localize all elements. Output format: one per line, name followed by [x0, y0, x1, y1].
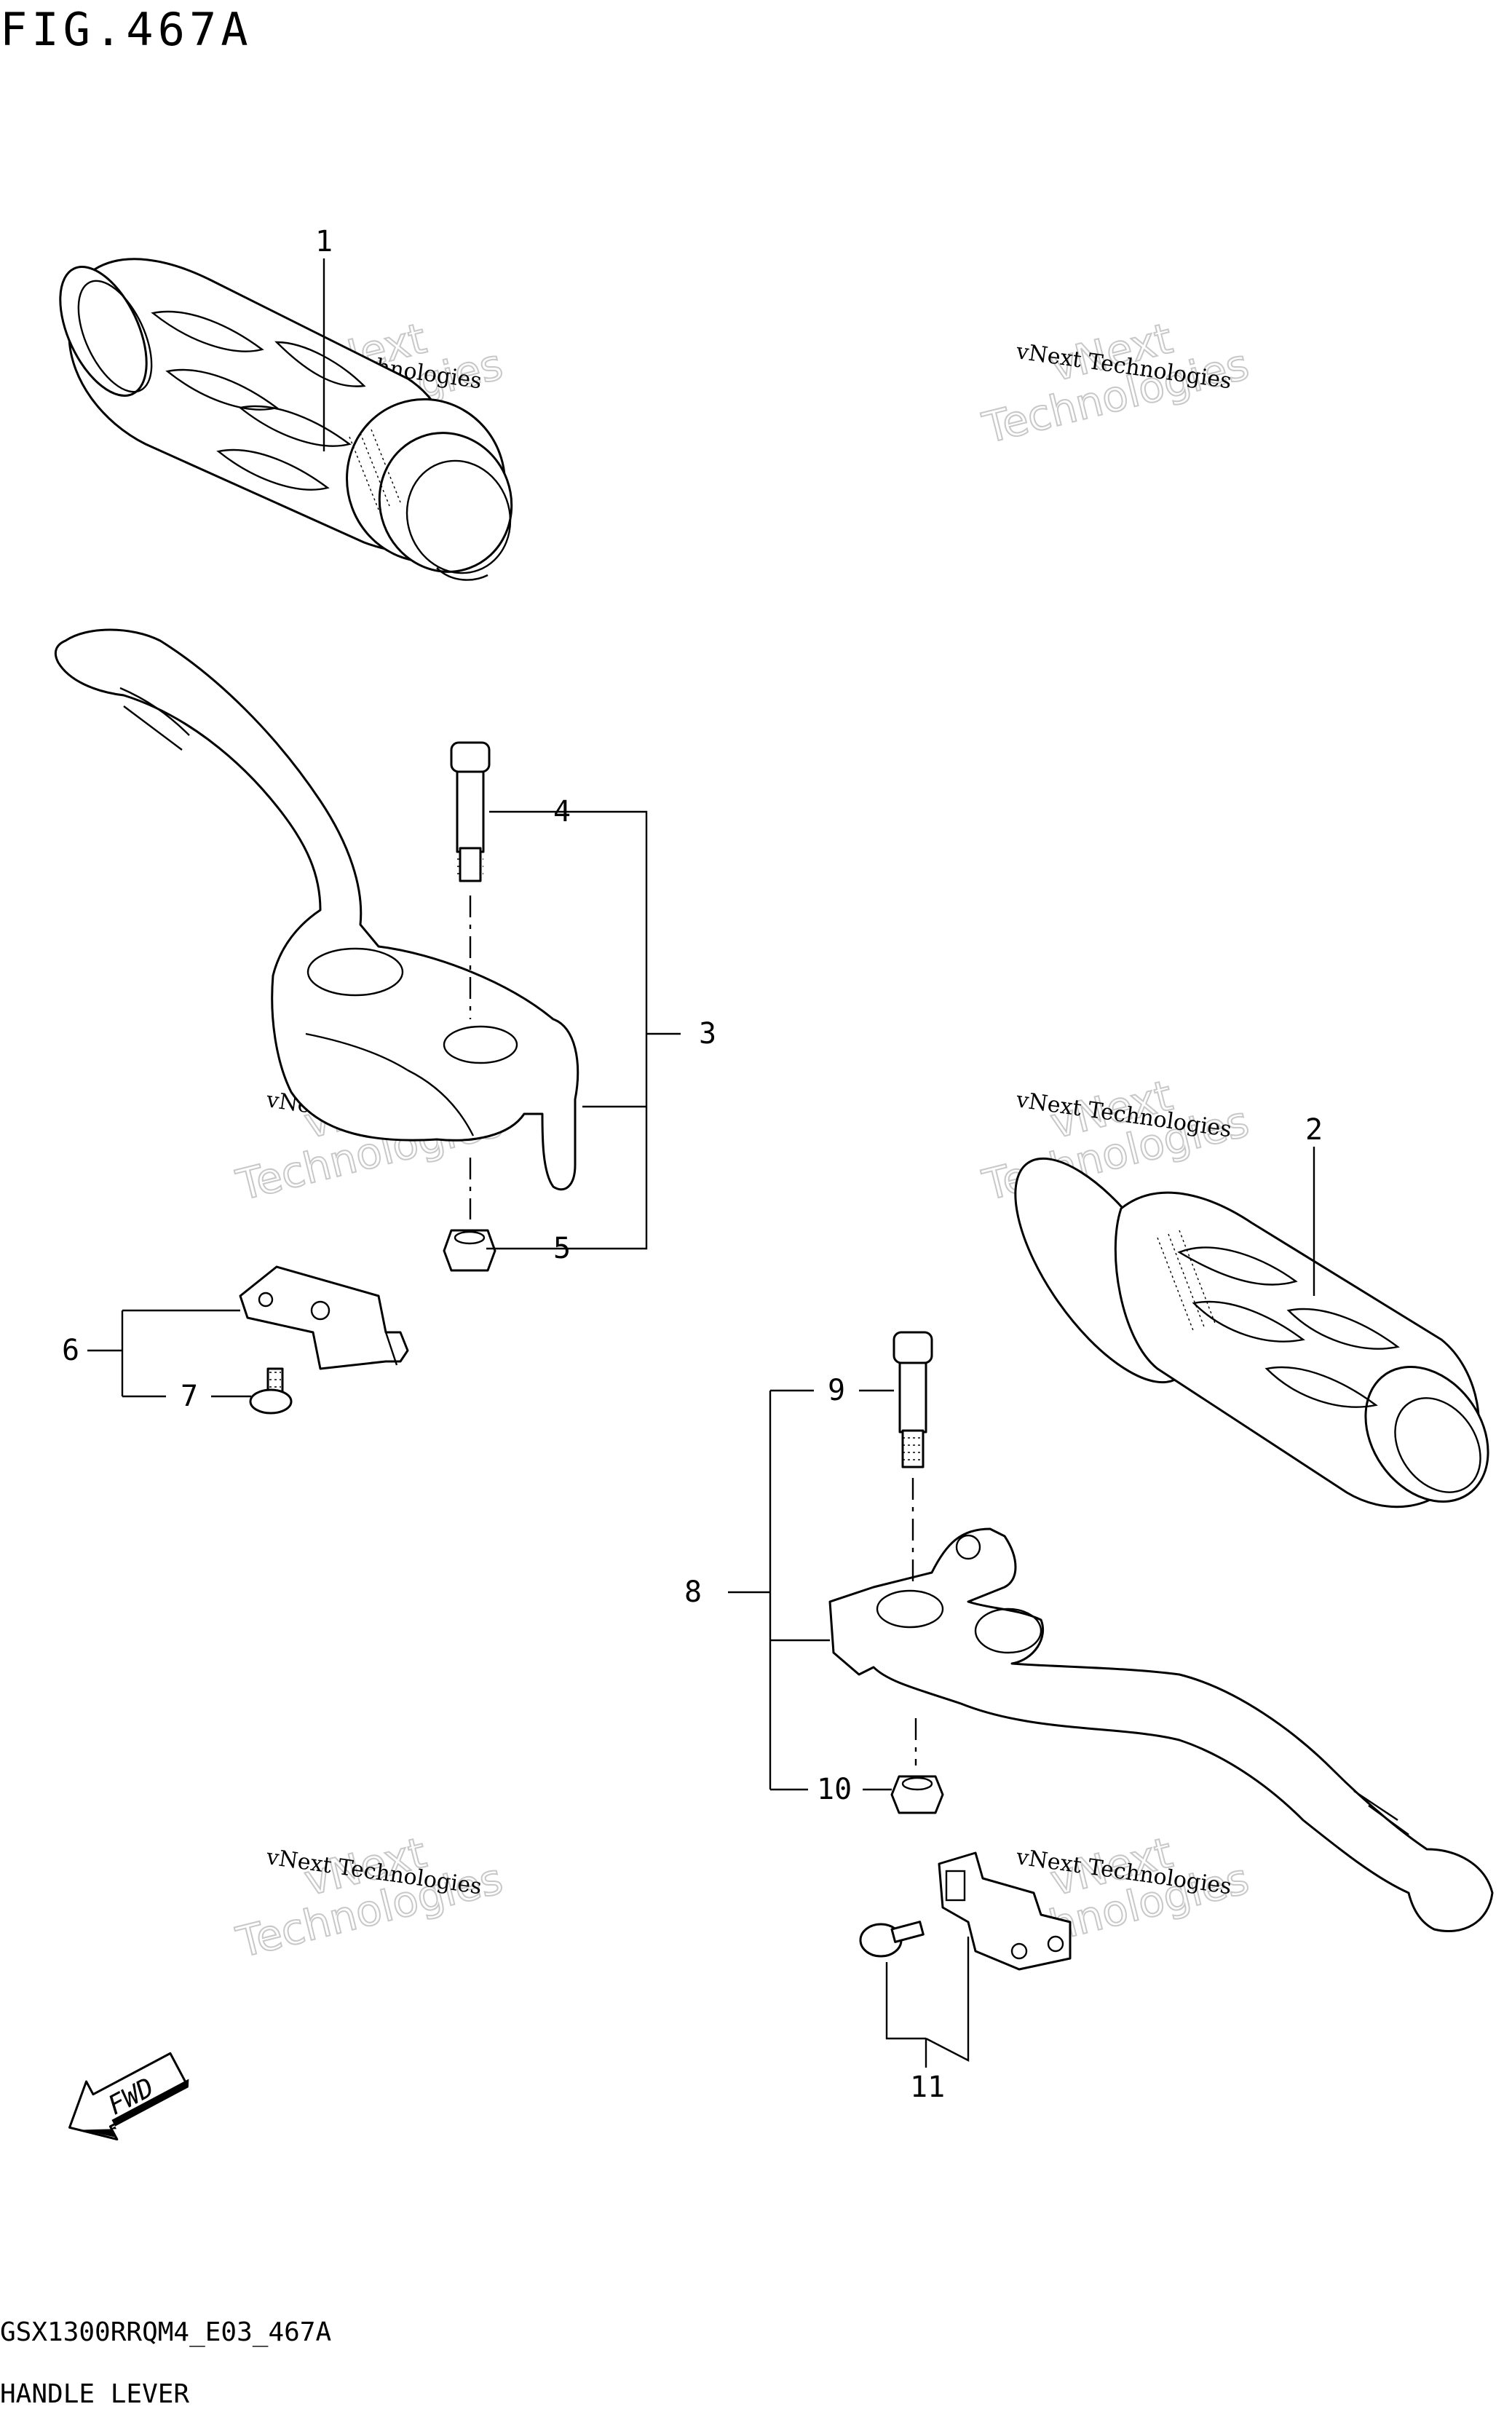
clutch-lever-part-3 — [54, 628, 579, 1191]
callout-9: 9 — [828, 1374, 845, 1407]
callout-3: 3 — [699, 1017, 716, 1051]
callout-2: 2 — [1305, 1113, 1323, 1147]
nut-part-10 — [890, 1718, 944, 1814]
callout-6: 6 — [62, 1334, 79, 1367]
diagram-subtitle: HANDLE LEVER — [0, 2379, 189, 2409]
screw-part-7 — [249, 1367, 293, 1415]
callout-4: 4 — [553, 795, 571, 829]
brake-lever-part-8 — [828, 1527, 1494, 1933]
nut-part-5 — [443, 1158, 496, 1272]
right-grip-part-2 — [1014, 1157, 1489, 1508]
fwd-arrow: FWD — [68, 2052, 189, 2141]
left-grip-part-1 — [59, 258, 513, 581]
model-code: GSX1300RRQM4_E03_467A — [0, 2317, 331, 2347]
figure-title: FIG.467A — [0, 3, 253, 56]
screw-part-11 — [859, 1921, 925, 1958]
leader-lines — [87, 258, 1315, 2068]
brake-switch-part-11 — [938, 1851, 1072, 1971]
clutch-switch-part-6 — [239, 1265, 409, 1370]
callout-10: 10 — [817, 1773, 852, 1806]
callout-11: 11 — [910, 2071, 945, 2104]
callout-8: 8 — [684, 1575, 702, 1609]
pivot-bolt-part-9 — [892, 1331, 933, 1587]
callout-1: 1 — [315, 225, 333, 258]
callout-7: 7 — [181, 1380, 198, 1413]
pivot-bolt-part-4 — [450, 741, 491, 1019]
callout-5: 5 — [553, 1232, 571, 1265]
